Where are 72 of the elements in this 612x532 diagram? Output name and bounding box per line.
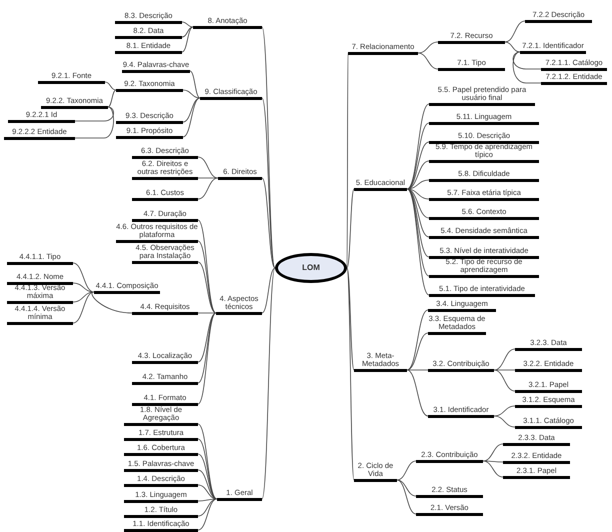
branch-line: [504, 42, 520, 52]
branch-line: [92, 292, 132, 314]
branch-line: [494, 348, 516, 370]
branch-line: [406, 188, 430, 218]
branch-line: [262, 268, 276, 314]
branch-line: [104, 82, 116, 90]
branch-line: [72, 282, 94, 292]
branch-line: [198, 312, 216, 314]
branch-line: [198, 498, 218, 516]
branch-line: [182, 90, 200, 98]
branch-line: [482, 444, 504, 462]
branch-line: [494, 370, 516, 392]
branch-line: [198, 424, 218, 500]
branch-line: [262, 26, 276, 268]
branch-line: [72, 292, 94, 302]
branch-line: [396, 460, 416, 480]
branch-line: [74, 106, 114, 122]
branch-line: [406, 188, 430, 258]
branch-line: [406, 122, 430, 190]
branch-line: [182, 98, 200, 122]
branch-line: [198, 438, 218, 500]
branch-line: [406, 180, 430, 190]
branch-line: [396, 480, 416, 496]
branch-line: [182, 26, 194, 52]
branch-line: [262, 268, 276, 500]
branch-line: [406, 310, 428, 370]
branch-line: [482, 460, 504, 478]
branch-line: [482, 460, 504, 462]
branch-line: [198, 178, 218, 200]
branch-line: [406, 188, 430, 238]
branch-line: [494, 416, 516, 428]
branch-line: [406, 188, 430, 296]
branch-line: [198, 484, 218, 500]
branch-line: [406, 142, 430, 190]
branch-line: [72, 262, 94, 292]
branch-line: [198, 498, 218, 502]
branch-line: [198, 470, 218, 500]
root-ellipse: LOM: [275, 253, 347, 283]
branch-line: [512, 52, 542, 70]
branch-line: [198, 220, 216, 314]
branch-line: [182, 22, 194, 28]
branch-line: [406, 104, 430, 190]
branch-line: [198, 312, 216, 404]
branch-line: [108, 90, 116, 108]
branch-line: [198, 498, 218, 530]
branch-line: [72, 292, 94, 324]
branch-line: [494, 406, 516, 416]
branch-line: [262, 98, 276, 268]
branch-line: [346, 188, 354, 268]
branch-line: [406, 332, 428, 370]
branch-line: [346, 268, 354, 480]
branch-line: [418, 42, 438, 54]
branch-line: [74, 106, 114, 138]
branch-line: [512, 52, 542, 84]
branch-line: [406, 188, 430, 276]
branch-line: [198, 454, 218, 500]
branch-line: [406, 160, 430, 190]
branch-line: [198, 312, 216, 362]
branch-line: [262, 178, 276, 268]
branch-line: [406, 188, 430, 200]
branch-line: [198, 156, 218, 178]
branch-line: [182, 26, 194, 38]
branch-line: [198, 240, 216, 314]
branch-line: [190, 70, 200, 98]
branch-line: [418, 52, 438, 70]
branch-line: [198, 312, 216, 384]
branch-line: [346, 268, 354, 370]
branch-line: [504, 20, 526, 42]
branch-line: [406, 370, 428, 416]
branch-line: [182, 98, 200, 138]
branch-line: [198, 262, 216, 314]
branch-line: [396, 480, 416, 514]
